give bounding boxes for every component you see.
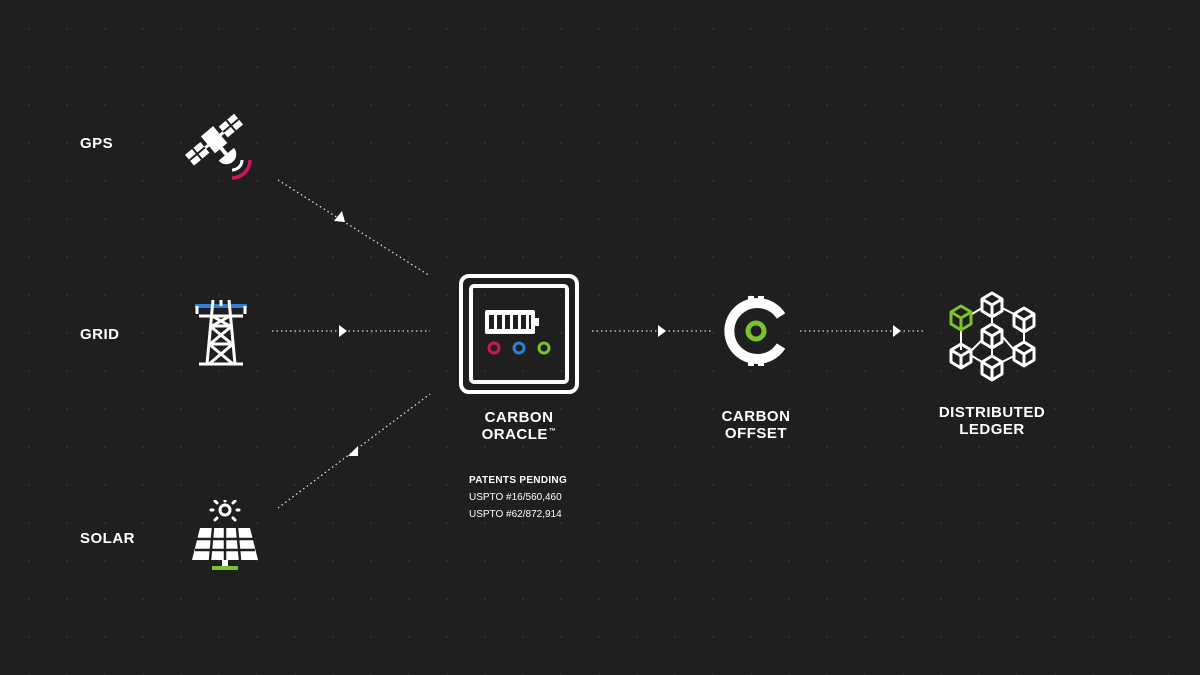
patent-number-1: USPTO #16/560,460 <box>469 492 562 503</box>
patents-heading: PATENTS PENDING <box>469 475 568 486</box>
offset-arrow-icon <box>893 325 901 337</box>
blockchain-cubes-icon <box>949 291 1036 382</box>
distributed-ledger-line2: LEDGER <box>959 421 1025 438</box>
oracle-arrow-icon <box>658 325 666 337</box>
patent-number-2: USPTO #62/872,914 <box>469 509 562 520</box>
trademark-symbol: ™ <box>548 428 557 435</box>
carbon-offset-line1: CARBON <box>721 408 791 425</box>
patents-block: PATENTS PENDING USPTO #16/560,460 USPTO … <box>469 472 567 523</box>
carbon-oracle-line1: CARBON <box>484 409 554 426</box>
solar-arrow-icon <box>348 446 358 456</box>
solar-label: SOLAR <box>80 530 135 547</box>
gps-arrow-icon <box>334 211 345 222</box>
grid-arrow-icon <box>339 325 347 337</box>
satellite-icon <box>185 113 252 180</box>
carbon-oracle-meter-icon <box>459 274 579 394</box>
carbon-coin-icon <box>724 296 786 366</box>
gps-label: GPS <box>80 135 114 152</box>
distributed-ledger-label: DISTRIBUTED LEDGER <box>912 404 1072 438</box>
cube-top <box>980 291 1004 319</box>
gps-to-oracle-line <box>277 179 431 277</box>
carbon-oracle-label: CARBON ORACLE™ <box>439 409 599 443</box>
carbon-oracle-line2: ORACLE™ <box>481 426 557 443</box>
solar-panel-icon <box>192 500 258 570</box>
distributed-ledger-line1: DISTRIBUTED <box>938 404 1046 421</box>
carbon-offset-line2: OFFSET <box>724 425 788 442</box>
grid-label: GRID <box>80 326 120 343</box>
power-tower-icon <box>195 299 247 366</box>
carbon-offset-label: CARBON OFFSET <box>676 408 836 442</box>
